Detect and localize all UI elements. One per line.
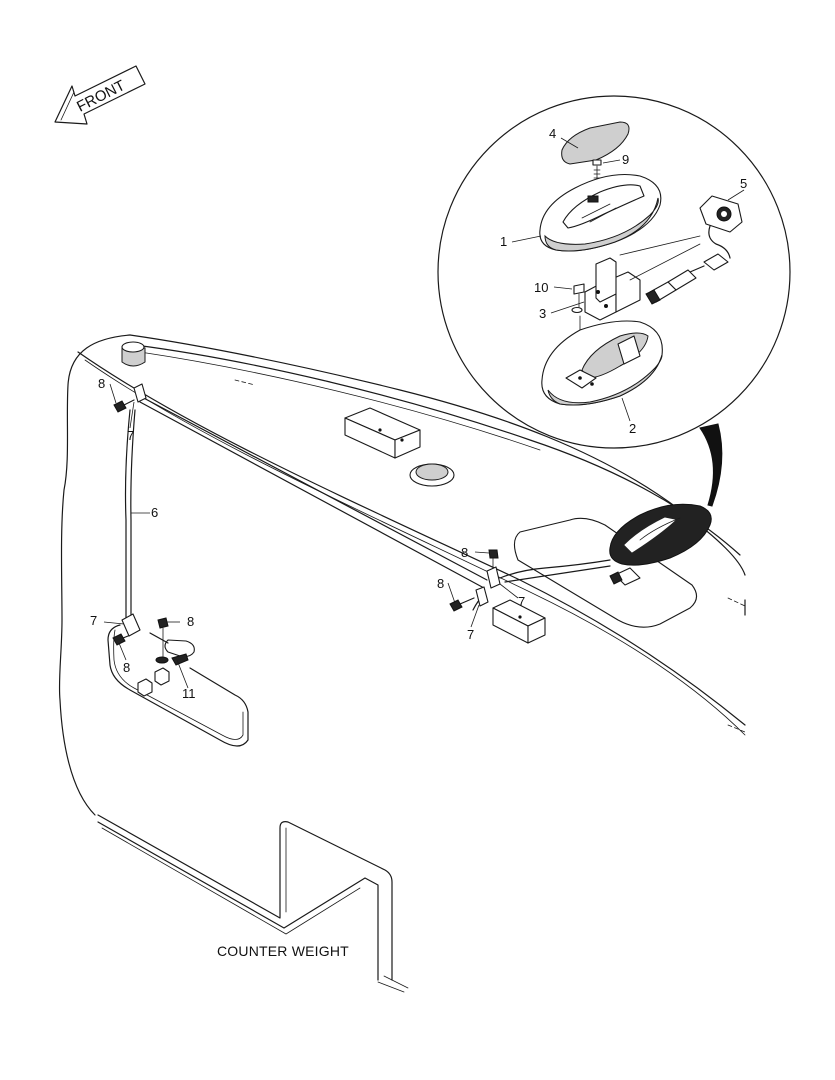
center-block (492, 599, 546, 644)
installed-antenna (609, 503, 712, 566)
callout-3: 3 (539, 306, 546, 321)
antenna-module-part-5 (645, 195, 743, 305)
detail-inset (437, 95, 791, 449)
plate-connector (609, 567, 641, 586)
callout-8-middle-left: 8 (437, 576, 444, 591)
body-cap (121, 341, 146, 367)
clip-middle (475, 566, 501, 607)
round-cover (409, 463, 455, 487)
callout-7-top: 7 (127, 428, 134, 443)
antenna-cover-part-1 (539, 173, 662, 252)
callout-5: 5 (740, 176, 747, 191)
leader-lines (103, 137, 745, 689)
callout-7-lower-left: 7 (90, 613, 97, 628)
inset-pointer (699, 423, 723, 507)
lower-bracket (107, 624, 249, 747)
callout-2: 2 (629, 421, 636, 436)
callout-8-lower-left: 8 (123, 660, 130, 675)
callout-11: 11 (182, 686, 196, 701)
callout-numbers: 4 9 1 5 10 3 2 8 7 6 7 8 8 11 8 8 7 7 (90, 126, 747, 701)
callout-8-middle-upper: 8 (461, 545, 468, 560)
callout-7-middle-lower: 7 (467, 627, 474, 642)
top-block (344, 407, 421, 459)
bolt-lower-left (112, 633, 129, 646)
bolt-middle-upper (488, 549, 499, 569)
callout-1: 1 (500, 234, 507, 249)
antenna-plate (513, 517, 698, 628)
callout-6: 6 (151, 505, 158, 520)
antenna-base-part-2 (541, 320, 663, 406)
bolt-lower-center (157, 617, 169, 659)
machine-body (58, 334, 746, 816)
callout-8-top: 8 (98, 376, 105, 391)
clip-top (133, 383, 147, 403)
callout-4: 4 (549, 126, 556, 141)
bolt-part-10 (571, 283, 585, 314)
clip-lower-left (121, 613, 141, 637)
bolt-top (113, 399, 135, 413)
callout-7-middle-right: 7 (518, 594, 525, 609)
counter-weight-label: COUNTER WEIGHT (217, 943, 349, 959)
callout-8-lower-center: 8 (187, 614, 194, 629)
bolt-middle-left (449, 597, 475, 612)
bracket-part-3 (584, 235, 701, 321)
callout-9: 9 (622, 152, 629, 167)
counter-weight (97, 814, 409, 993)
front-arrow: FRONT (54, 65, 146, 125)
callout-10: 10 (534, 280, 548, 295)
pad-part-4 (561, 121, 630, 165)
